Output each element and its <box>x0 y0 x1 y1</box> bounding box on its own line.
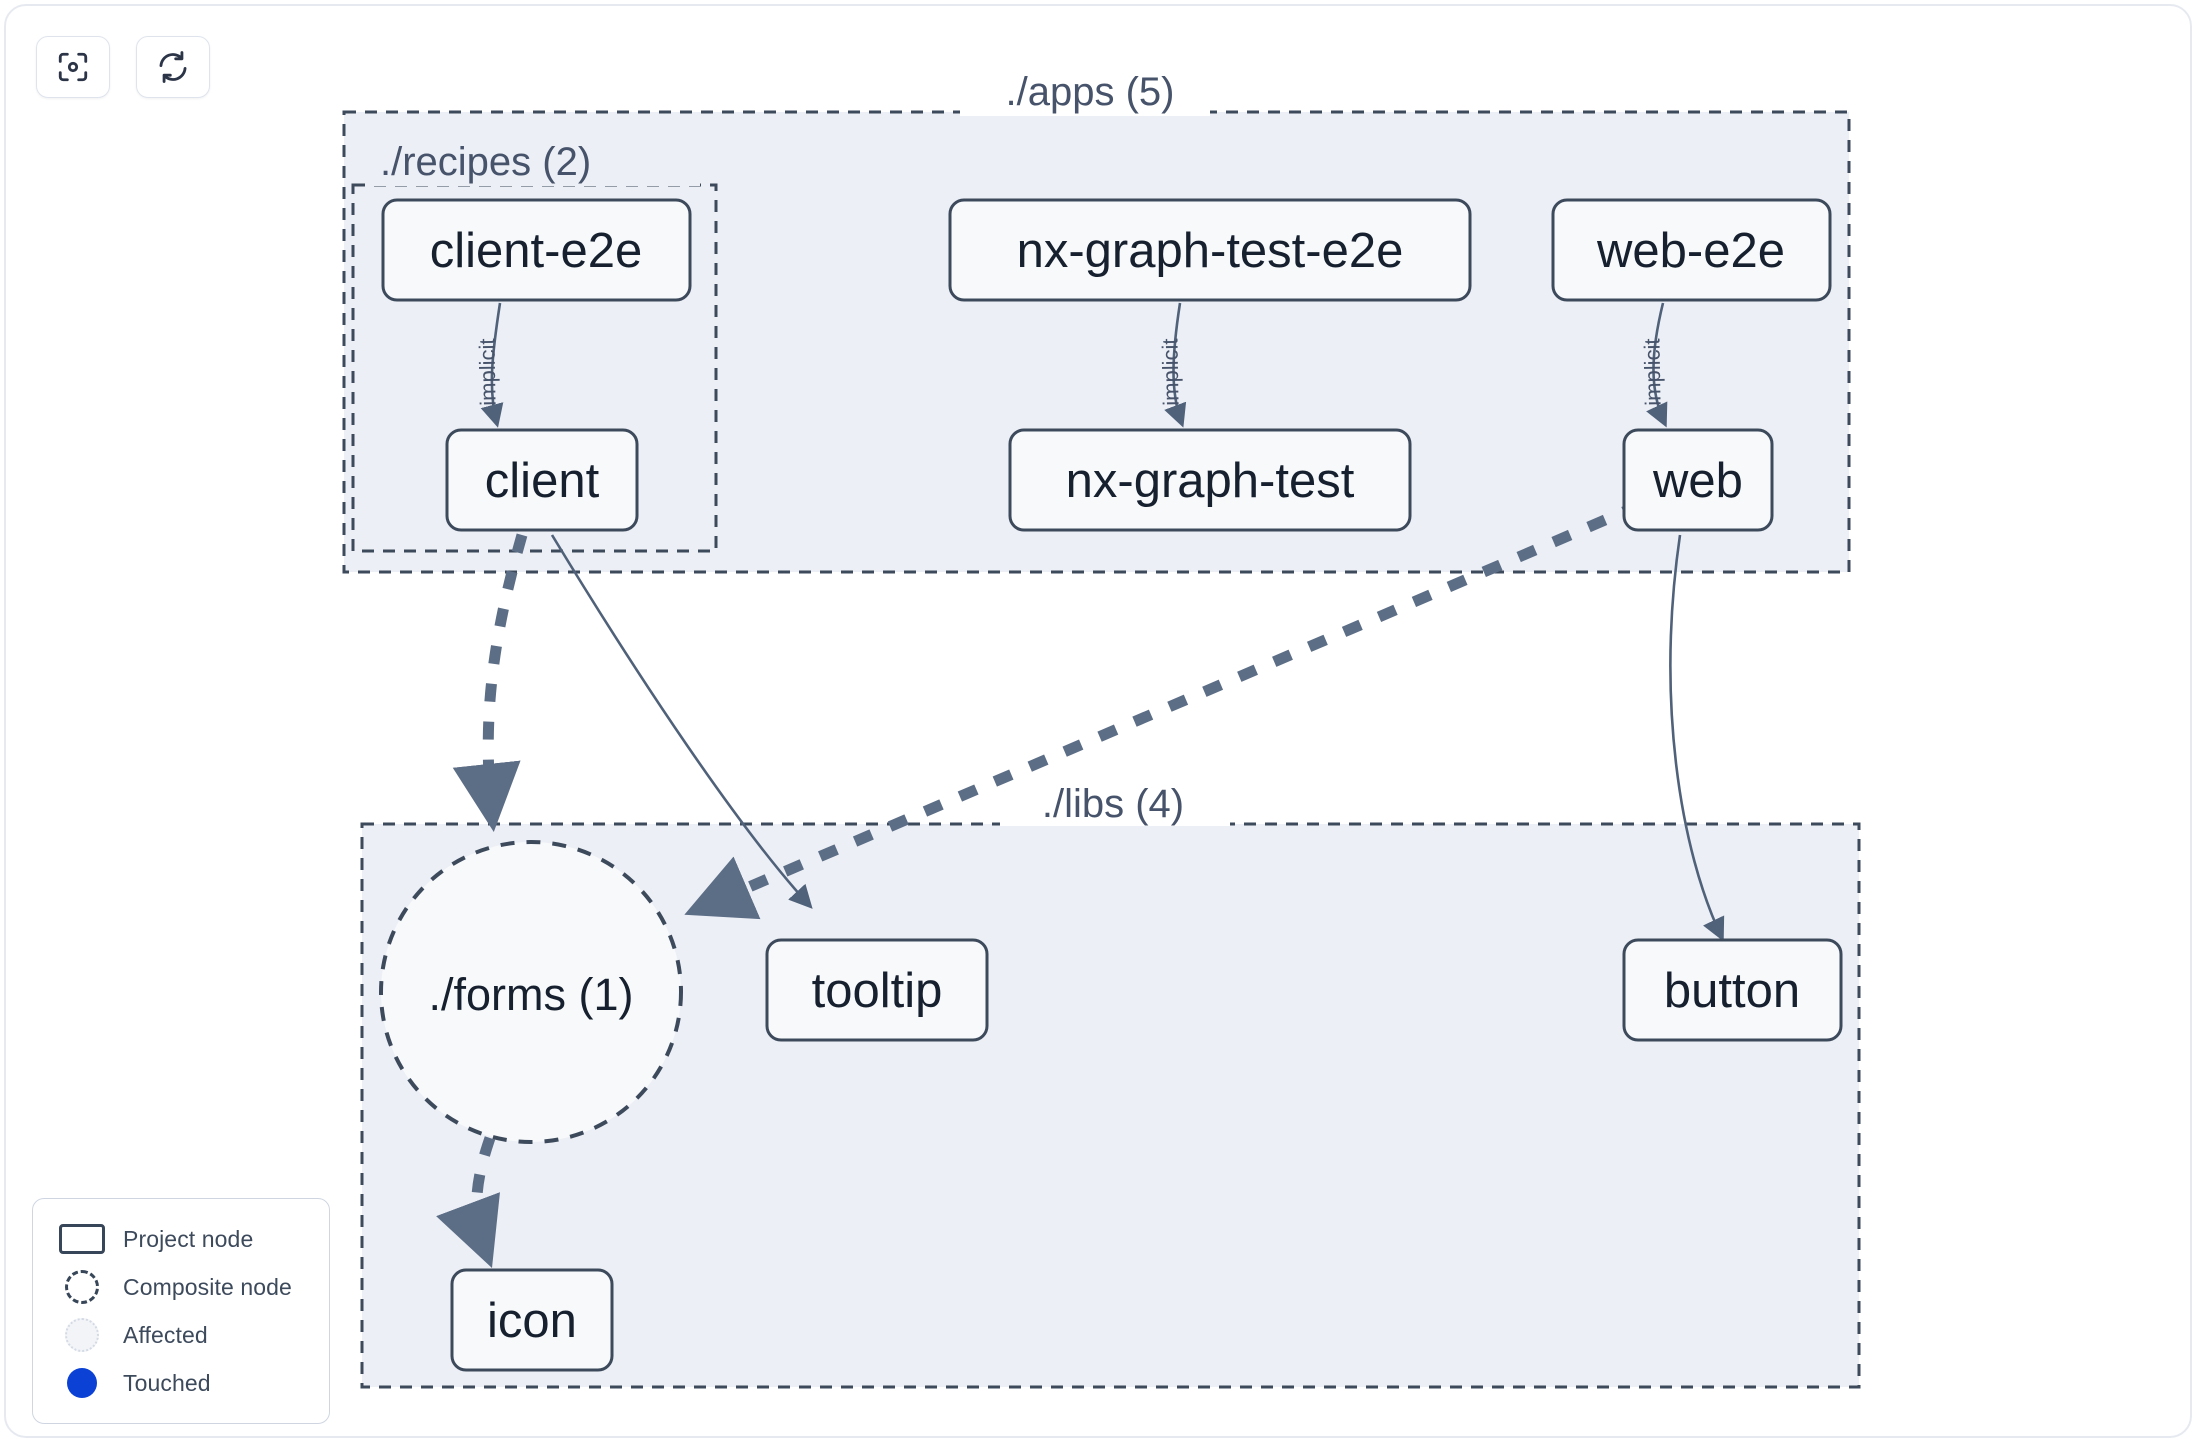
node-forms-composite[interactable]: ./forms (1) <box>379 840 683 1144</box>
group-apps-label-bg <box>960 60 1210 116</box>
node-client-label: client <box>485 454 600 508</box>
node-button-label: button <box>1664 964 1800 1018</box>
edge-client-e2e-client[interactable] <box>480 302 504 428</box>
edge-web-e2e-web[interactable] <box>1646 302 1668 428</box>
node-tooltip[interactable]: tooltip <box>765 938 989 1042</box>
node-web-e2e[interactable]: web-e2e <box>1551 198 1832 302</box>
node-button[interactable]: button <box>1622 938 1843 1042</box>
node-nx-graph-test-box <box>1008 428 1412 532</box>
node-icon[interactable]: icon <box>450 1268 614 1372</box>
group-recipes-label: ./recipes (2) <box>380 140 591 184</box>
touched-swatch <box>51 1368 113 1398</box>
edge-label-implicit-1: implicit <box>474 338 500 406</box>
edge-client-tooltip[interactable] <box>550 534 813 909</box>
node-button-box <box>1622 938 1843 1042</box>
node-client-e2e[interactable]: client-e2e <box>381 198 692 302</box>
focus-target-icon <box>56 50 90 84</box>
graph-toolbar <box>36 36 210 98</box>
node-tooltip-label: tooltip <box>812 964 943 1018</box>
node-web[interactable]: web <box>1622 428 1774 532</box>
node-client-box <box>445 428 639 532</box>
legend-label-affected: Affected <box>123 1321 208 1348</box>
node-client[interactable]: client <box>445 428 639 532</box>
node-nx-graph-test-e2e[interactable]: nx-graph-test-e2e <box>948 198 1472 302</box>
affected-swatch <box>51 1318 113 1352</box>
node-web-label: web <box>1652 454 1743 508</box>
node-forms-label: ./forms (1) <box>428 969 633 1020</box>
legend-label-touched: Touched <box>123 1369 211 1396</box>
legend-item-touched: Touched <box>51 1359 311 1407</box>
edge-client-forms[interactable] <box>452 533 528 832</box>
node-web-e2e-box <box>1551 198 1832 302</box>
node-forms-circle <box>379 840 683 1144</box>
node-client-e2e-label: client-e2e <box>430 224 642 278</box>
group-libs-label: ./libs (4) <box>1042 782 1184 826</box>
composite-node-swatch <box>51 1270 113 1304</box>
node-nx-graph-test-e2e-box <box>948 198 1472 302</box>
edge-nx-graph-test-e2e-nx-graph-test[interactable] <box>1164 302 1187 428</box>
node-web-e2e-label: web-e2e <box>1596 224 1785 278</box>
node-nx-graph-test-e2e-label: nx-graph-test-e2e <box>1017 224 1404 278</box>
node-nx-graph-test-label: nx-graph-test <box>1066 454 1355 508</box>
node-tooltip-box <box>765 938 989 1042</box>
legend-label-project-node: Project node <box>123 1225 254 1252</box>
legend-item-project-node: Project node <box>51 1215 311 1263</box>
edge-label-implicit-3: implicit <box>1639 338 1665 406</box>
node-web-box <box>1622 428 1774 532</box>
legend-label-composite-node: Composite node <box>123 1273 292 1300</box>
focus-graph-button[interactable] <box>36 36 110 98</box>
edge-web-button[interactable] <box>1669 534 1725 942</box>
edge-web-forms[interactable] <box>684 499 1643 920</box>
graph-edges: implicit implicit implicit <box>436 302 1725 1268</box>
node-icon-box <box>450 1268 614 1372</box>
refresh-icon <box>156 50 190 84</box>
node-client-e2e-box <box>381 198 692 302</box>
refresh-graph-button[interactable] <box>136 36 210 98</box>
edge-label-implicit-2: implicit <box>1157 338 1183 406</box>
node-icon-label: icon <box>487 1294 577 1348</box>
legend-item-affected: Affected <box>51 1311 311 1359</box>
legend-item-composite-node: Composite node <box>51 1263 311 1311</box>
group-libs-label-bg <box>1000 772 1230 826</box>
group-apps-label: ./apps (5) <box>1006 70 1175 114</box>
edge-forms-icon[interactable] <box>436 1136 500 1268</box>
project-node-swatch <box>51 1224 113 1254</box>
graph-legend: Project node Composite node Affected Tou… <box>32 1198 330 1424</box>
node-nx-graph-test[interactable]: nx-graph-test <box>1008 428 1412 532</box>
group-recipes-label-bg <box>370 128 700 186</box>
